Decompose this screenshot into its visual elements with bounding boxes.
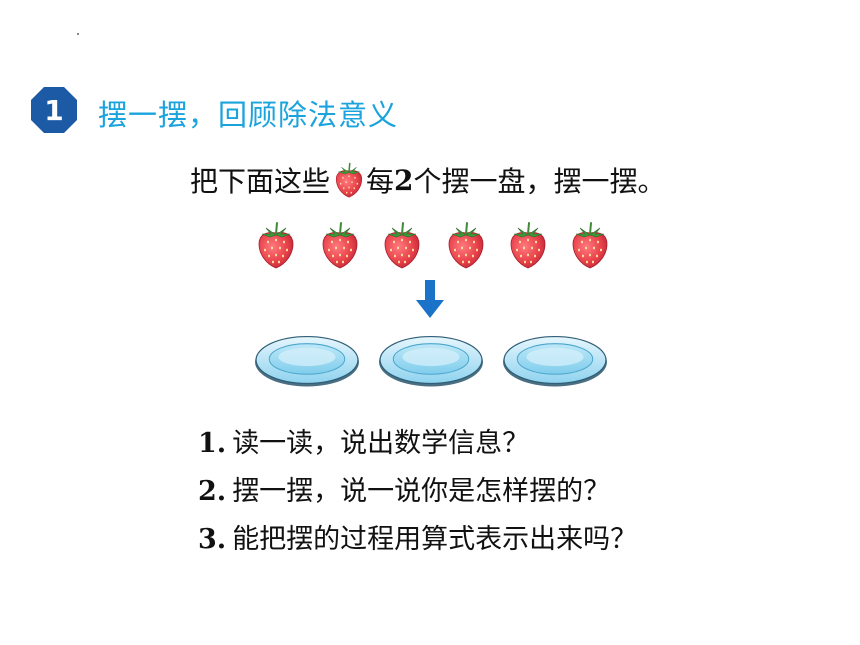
question-text: 摆一摆，说一说你是怎样摆的？: [232, 476, 611, 507]
arrow-down-icon: [416, 280, 444, 318]
plate-icon: [502, 332, 608, 388]
plate-row: [254, 332, 614, 388]
instruction-text-end: 个摆一盘，摆一摆。: [413, 165, 666, 198]
strawberry-icon: [320, 220, 360, 270]
question-item: 2.摆一摆，说一说你是怎样摆的？: [198, 468, 637, 516]
badge-number: 1: [44, 94, 63, 127]
question-number: 1.: [198, 428, 227, 459]
question-text: 能把摆的过程用算式表示出来吗？: [232, 524, 638, 555]
plate-icon: [378, 332, 484, 388]
strawberry-icon: [446, 220, 486, 270]
stray-dot: [77, 33, 79, 35]
instruction-number: 2: [394, 163, 414, 197]
instruction-text-each: 每: [366, 165, 395, 198]
plate-icon: [254, 332, 360, 388]
strawberry-icon: [508, 220, 548, 270]
question-number: 2.: [198, 476, 227, 507]
question-item: 1.读一读，说出数学信息？: [198, 420, 637, 468]
question-list: 1.读一读，说出数学信息？ 2.摆一摆，说一说你是怎样摆的？ 3.能把摆的过程用…: [198, 420, 637, 564]
section-number-badge: 1: [30, 86, 78, 134]
question-number: 3.: [198, 524, 227, 555]
strawberry-row: [256, 220, 616, 272]
strawberry-icon: [334, 161, 364, 199]
octagon-badge-icon: 1: [31, 87, 77, 133]
strawberry-icon: [382, 220, 422, 270]
question-item: 3.能把摆的过程用算式表示出来吗？: [198, 516, 637, 564]
strawberry-icon: [570, 220, 610, 270]
section-title: 摆一摆，回顾除法意义: [98, 98, 399, 132]
question-text: 读一读，说出数学信息？: [232, 428, 530, 459]
instruction-text-start: 把下面这些: [190, 165, 331, 198]
strawberry-icon: [256, 220, 296, 270]
